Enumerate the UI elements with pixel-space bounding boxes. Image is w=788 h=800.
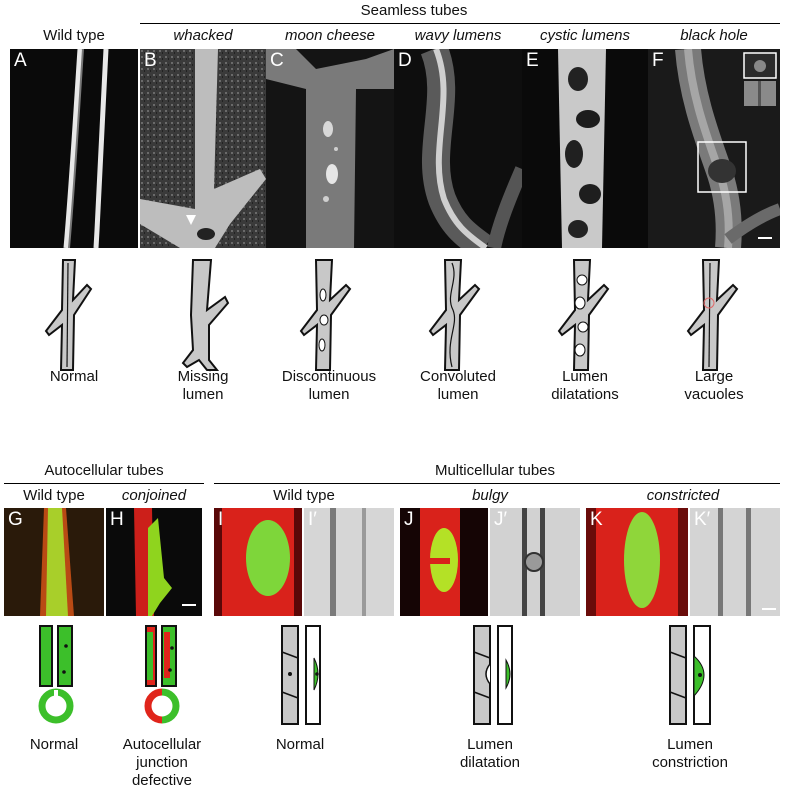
panel-j-prime-image [490, 508, 580, 616]
title-bulgy: bulgy [472, 487, 508, 504]
schematic-autocellular-normal [38, 625, 74, 724]
title-black-hole: black hole [680, 27, 748, 44]
panel-letter-a: A [14, 50, 27, 71]
panel-g-image [4, 508, 104, 616]
schematic-lumen-dilatations [557, 259, 610, 371]
panel-c-image [266, 49, 394, 248]
panel-j-micrograph: J [400, 508, 488, 616]
title-wavy-lumens: wavy lumens [414, 27, 502, 44]
bottom-schematics [38, 625, 711, 725]
panel-letter-f: F [652, 50, 664, 71]
title-i-wild-type: Wild type [273, 487, 335, 504]
panel-b-micrograph: B [140, 49, 266, 248]
panel-letter-c: C [270, 50, 284, 71]
panel-i-image [214, 508, 302, 616]
title-constricted: constricted [646, 487, 720, 504]
panel-f-micrograph: F [648, 49, 780, 248]
panel-letter-i-prime: I′ [308, 509, 317, 530]
panel-g-micrograph: G [4, 508, 104, 616]
panel-h-image [106, 508, 202, 616]
schematic-lumen-constriction [669, 625, 711, 725]
panel-i-prime-micrograph: I′ [304, 508, 394, 616]
panel-j-prime-micrograph: J′ [490, 508, 580, 616]
panel-letter-g: G [8, 509, 23, 530]
panel-letter-e: E [526, 50, 539, 71]
schematic-missing-lumen [181, 259, 230, 371]
panel-a-micrograph: A [10, 49, 138, 248]
schematic-convoluted-lumen [428, 259, 481, 371]
panel-e-micrograph: E [522, 49, 648, 248]
panel-a-image [10, 49, 138, 248]
panel-i-micrograph: I [214, 508, 302, 616]
title-g-wild-type: Wild type [23, 487, 85, 504]
seamless-header: Seamless tubes [360, 2, 468, 19]
panel-f-image [648, 49, 780, 248]
panel-b-image [140, 49, 266, 248]
title-cystic-lumens: cystic lumens [539, 27, 631, 44]
panel-letter-k: K [590, 509, 603, 530]
autocellular-header: Autocellular tubes [44, 462, 164, 479]
seamless-schematics [44, 259, 739, 371]
panel-letter-k-prime: K′ [694, 509, 711, 530]
panel-d-micrograph: D [394, 49, 522, 248]
caption-normal: Normal [49, 368, 99, 385]
panel-c-micrograph: C [266, 49, 394, 248]
arrowhead-icon [186, 215, 196, 225]
seamless-rule [140, 23, 780, 24]
autocellular-rule [4, 483, 204, 484]
panel-letter-i: I [218, 509, 224, 530]
panel-letter-j: J [404, 509, 414, 530]
schematic-lumen-dilatation [473, 625, 513, 725]
panel-letter-b: B [144, 50, 157, 71]
multicellular-rule [214, 483, 780, 484]
panel-letter-j-prime: J′ [494, 509, 508, 530]
caption-i-normal: Normal [275, 736, 325, 753]
panel-j-image [400, 508, 488, 616]
panel-k-micrograph: K [586, 508, 688, 616]
panel-h-micrograph: H [106, 508, 202, 616]
schematic-normal [44, 259, 93, 371]
title-conjoined: conjoined [121, 487, 187, 504]
panel-k-prime-micrograph: K′ [690, 508, 780, 616]
schematic-multicellular-normal [281, 625, 321, 725]
caption-g-normal: Normal [29, 736, 79, 753]
schematic-autocellular-defective [144, 625, 180, 724]
panel-d-image [394, 49, 522, 248]
panel-e-image [522, 49, 648, 248]
schematic-discontinuous-lumen [299, 259, 352, 371]
panel-letter-d: D [398, 50, 412, 71]
title-whacked: whacked [173, 27, 233, 44]
schematic-large-vacuoles [686, 259, 739, 371]
panel-i-prime-image [304, 508, 394, 616]
title-wild-type: Wild type [43, 27, 105, 44]
title-moon-cheese: moon cheese [284, 27, 376, 44]
multicellular-header: Multicellular tubes [434, 462, 556, 479]
panel-k-image [586, 508, 688, 616]
panel-letter-h: H [110, 509, 124, 530]
panel-k-prime-image [690, 508, 780, 616]
